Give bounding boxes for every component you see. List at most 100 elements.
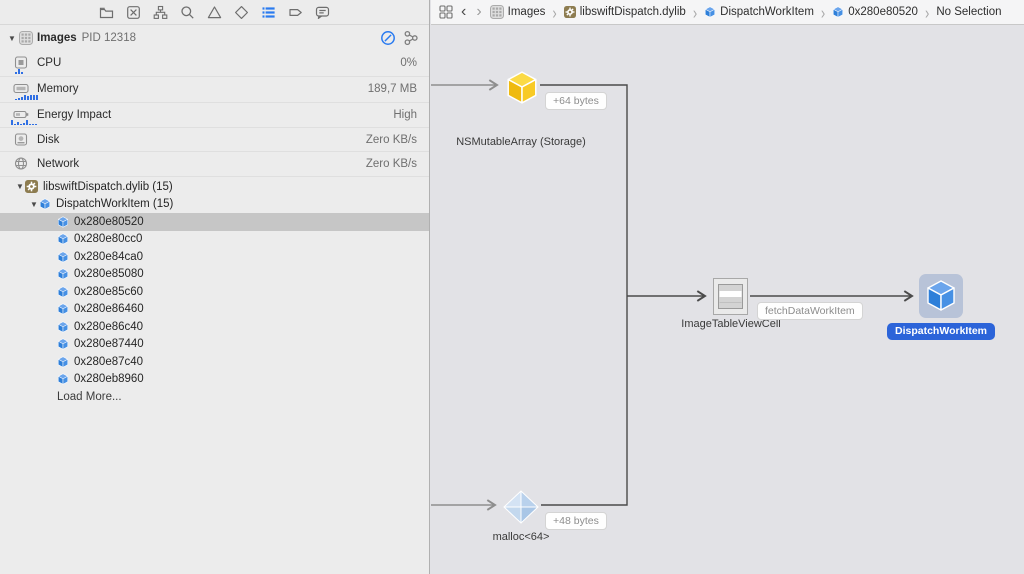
malloc-diamond-icon bbox=[503, 490, 539, 524]
instance-row[interactable]: 0x280e80cc0 bbox=[0, 231, 429, 249]
cube-icon bbox=[57, 233, 69, 245]
symbol-navigator-icon[interactable] bbox=[153, 5, 168, 20]
gauge-value: 0% bbox=[400, 56, 417, 69]
instance-row[interactable]: 0x280e84ca0 bbox=[0, 248, 429, 266]
back-button[interactable]: ‹ bbox=[461, 3, 467, 20]
instance-address: 0x280e87c40 bbox=[74, 355, 144, 368]
instance-address: 0x280e85080 bbox=[74, 268, 144, 281]
gauge-label: Disk bbox=[37, 133, 60, 146]
cube-icon bbox=[57, 268, 69, 280]
instance-address: 0x280e84ca0 bbox=[74, 250, 144, 263]
app-icon bbox=[490, 5, 504, 19]
test-navigator-icon[interactable] bbox=[234, 5, 249, 20]
gauge-row-memory[interactable]: Memory 189,7 MB bbox=[0, 77, 429, 103]
cube-icon bbox=[57, 303, 69, 315]
gauge-label: CPU bbox=[37, 56, 62, 69]
disk-icon bbox=[13, 133, 29, 146]
energy-impact-icon bbox=[13, 108, 29, 121]
instance-address: 0x280e80cc0 bbox=[74, 233, 143, 246]
cube-icon bbox=[39, 198, 51, 210]
node-nsmutablearray[interactable] bbox=[505, 70, 539, 110]
cube-icon bbox=[704, 6, 716, 18]
gauge-value: Zero KB/s bbox=[365, 133, 417, 146]
byte-badge: +64 bytes bbox=[545, 92, 607, 110]
disclosure-triangle[interactable]: ▼ bbox=[8, 33, 16, 43]
crumb-instance[interactable]: 0x280e80520 bbox=[832, 6, 918, 18]
crumb-separator: › bbox=[692, 1, 698, 23]
process-name: Images bbox=[37, 32, 77, 44]
gauge-label: Energy Impact bbox=[37, 108, 112, 121]
gauge-value: High bbox=[393, 108, 417, 121]
instance-row-selected[interactable]: 0x280e80520 bbox=[0, 213, 429, 231]
cube-icon bbox=[832, 6, 844, 18]
gauge-value: 189,7 MB bbox=[367, 82, 417, 95]
instance-address: 0x280e85c60 bbox=[74, 285, 144, 298]
app-icon bbox=[19, 31, 33, 45]
report-navigator-icon[interactable] bbox=[315, 5, 330, 20]
process-pid: PID 12318 bbox=[81, 32, 136, 44]
dylib-gear-icon bbox=[564, 6, 576, 18]
memory-graph-icon[interactable] bbox=[403, 30, 419, 46]
tree-class-row[interactable]: ▼ DispatchWorkItem (15) bbox=[0, 196, 429, 214]
memory-graph-editor: ‹ › Images › libswiftDispatch.dylib › Di… bbox=[431, 0, 1024, 574]
debug-navigator-icon[interactable] bbox=[261, 5, 276, 20]
forward-button[interactable]: › bbox=[476, 3, 482, 20]
gauge-value: Zero KB/s bbox=[365, 157, 417, 170]
edge-label-pill: fetchDataWorkItem bbox=[757, 302, 863, 320]
instance-row[interactable]: 0x280e87c40 bbox=[0, 353, 429, 371]
selected-node-label: DispatchWorkItem bbox=[887, 323, 995, 340]
crumb-library[interactable]: libswiftDispatch.dylib bbox=[564, 6, 686, 18]
cube-icon bbox=[57, 286, 69, 298]
instance-address: 0x280e86460 bbox=[74, 303, 144, 316]
node-imagetableviewcell[interactable] bbox=[713, 278, 748, 320]
graph-edges bbox=[431, 79, 914, 511]
instance-row[interactable]: 0x280eb8960 bbox=[0, 371, 429, 389]
instance-row[interactable]: 0x280e86c40 bbox=[0, 318, 429, 336]
crumb-separator: › bbox=[820, 1, 826, 23]
cpu-icon bbox=[13, 56, 29, 69]
tree-class-label: DispatchWorkItem (15) bbox=[56, 198, 174, 211]
find-navigator-icon[interactable] bbox=[180, 5, 195, 20]
node-malloc[interactable] bbox=[503, 490, 539, 529]
disclosure-triangle[interactable]: ▼ bbox=[16, 182, 24, 192]
instance-address: 0x280eb8960 bbox=[74, 373, 144, 386]
jump-bar: ‹ › Images › libswiftDispatch.dylib › Di… bbox=[431, 0, 1024, 25]
instance-row[interactable]: 0x280e85080 bbox=[0, 266, 429, 284]
project-navigator-icon[interactable] bbox=[99, 5, 114, 20]
crumb-separator: › bbox=[924, 1, 930, 23]
load-more-button[interactable]: Load More... bbox=[57, 390, 122, 403]
instance-row[interactable]: 0x280e87440 bbox=[0, 336, 429, 354]
gauge-row-energy[interactable]: Energy Impact High bbox=[0, 103, 429, 128]
cube-icon bbox=[57, 216, 69, 228]
debug-gauges-icon[interactable] bbox=[380, 30, 396, 46]
node-label: ImageTableViewCell bbox=[681, 318, 781, 330]
node-label: malloc<64> bbox=[492, 531, 550, 543]
memory-graph-tree: ▼ libswiftDispatch.dylib (15) ▼ Dispatch… bbox=[0, 177, 429, 406]
gauge-label: Network bbox=[37, 157, 80, 170]
energy-sparkline bbox=[11, 120, 37, 125]
instance-address: 0x280e87440 bbox=[74, 338, 144, 351]
node-dispatchworkitem[interactable] bbox=[925, 279, 957, 317]
instance-row[interactable]: 0x280e86460 bbox=[0, 301, 429, 319]
gauge-row-disk[interactable]: Disk Zero KB/s bbox=[0, 128, 429, 152]
tree-library-row[interactable]: ▼ libswiftDispatch.dylib (15) bbox=[0, 178, 429, 196]
crumb-process[interactable]: Images bbox=[490, 5, 545, 19]
disclosure-triangle[interactable]: ▼ bbox=[30, 199, 38, 209]
issue-navigator-icon[interactable] bbox=[207, 5, 222, 20]
breakpoint-navigator-icon[interactable] bbox=[288, 5, 303, 20]
dylib-gear-icon bbox=[25, 180, 38, 193]
memory-sparkline bbox=[15, 95, 38, 100]
memory-icon bbox=[13, 82, 29, 95]
table-cell-icon bbox=[713, 278, 748, 315]
tree-library-label: libswiftDispatch.dylib (15) bbox=[43, 180, 173, 193]
gauge-row-network[interactable]: Network Zero KB/s bbox=[0, 152, 429, 177]
memory-graph-canvas[interactable]: NSMutableArray (Storage) +64 bytes Image… bbox=[431, 25, 1024, 574]
crumb-no-selection: No Selection bbox=[936, 6, 1002, 18]
crumb-class[interactable]: DispatchWorkItem bbox=[704, 6, 814, 18]
gauge-row-cpu[interactable]: CPU 0% bbox=[0, 51, 429, 77]
instance-row[interactable]: 0x280e85c60 bbox=[0, 283, 429, 301]
source-control-navigator-icon[interactable] bbox=[126, 5, 141, 20]
related-items-icon[interactable] bbox=[439, 5, 453, 19]
process-row[interactable]: ▼ Images PID 12318 bbox=[0, 25, 429, 51]
node-label: NSMutableArray (Storage) bbox=[456, 136, 586, 148]
